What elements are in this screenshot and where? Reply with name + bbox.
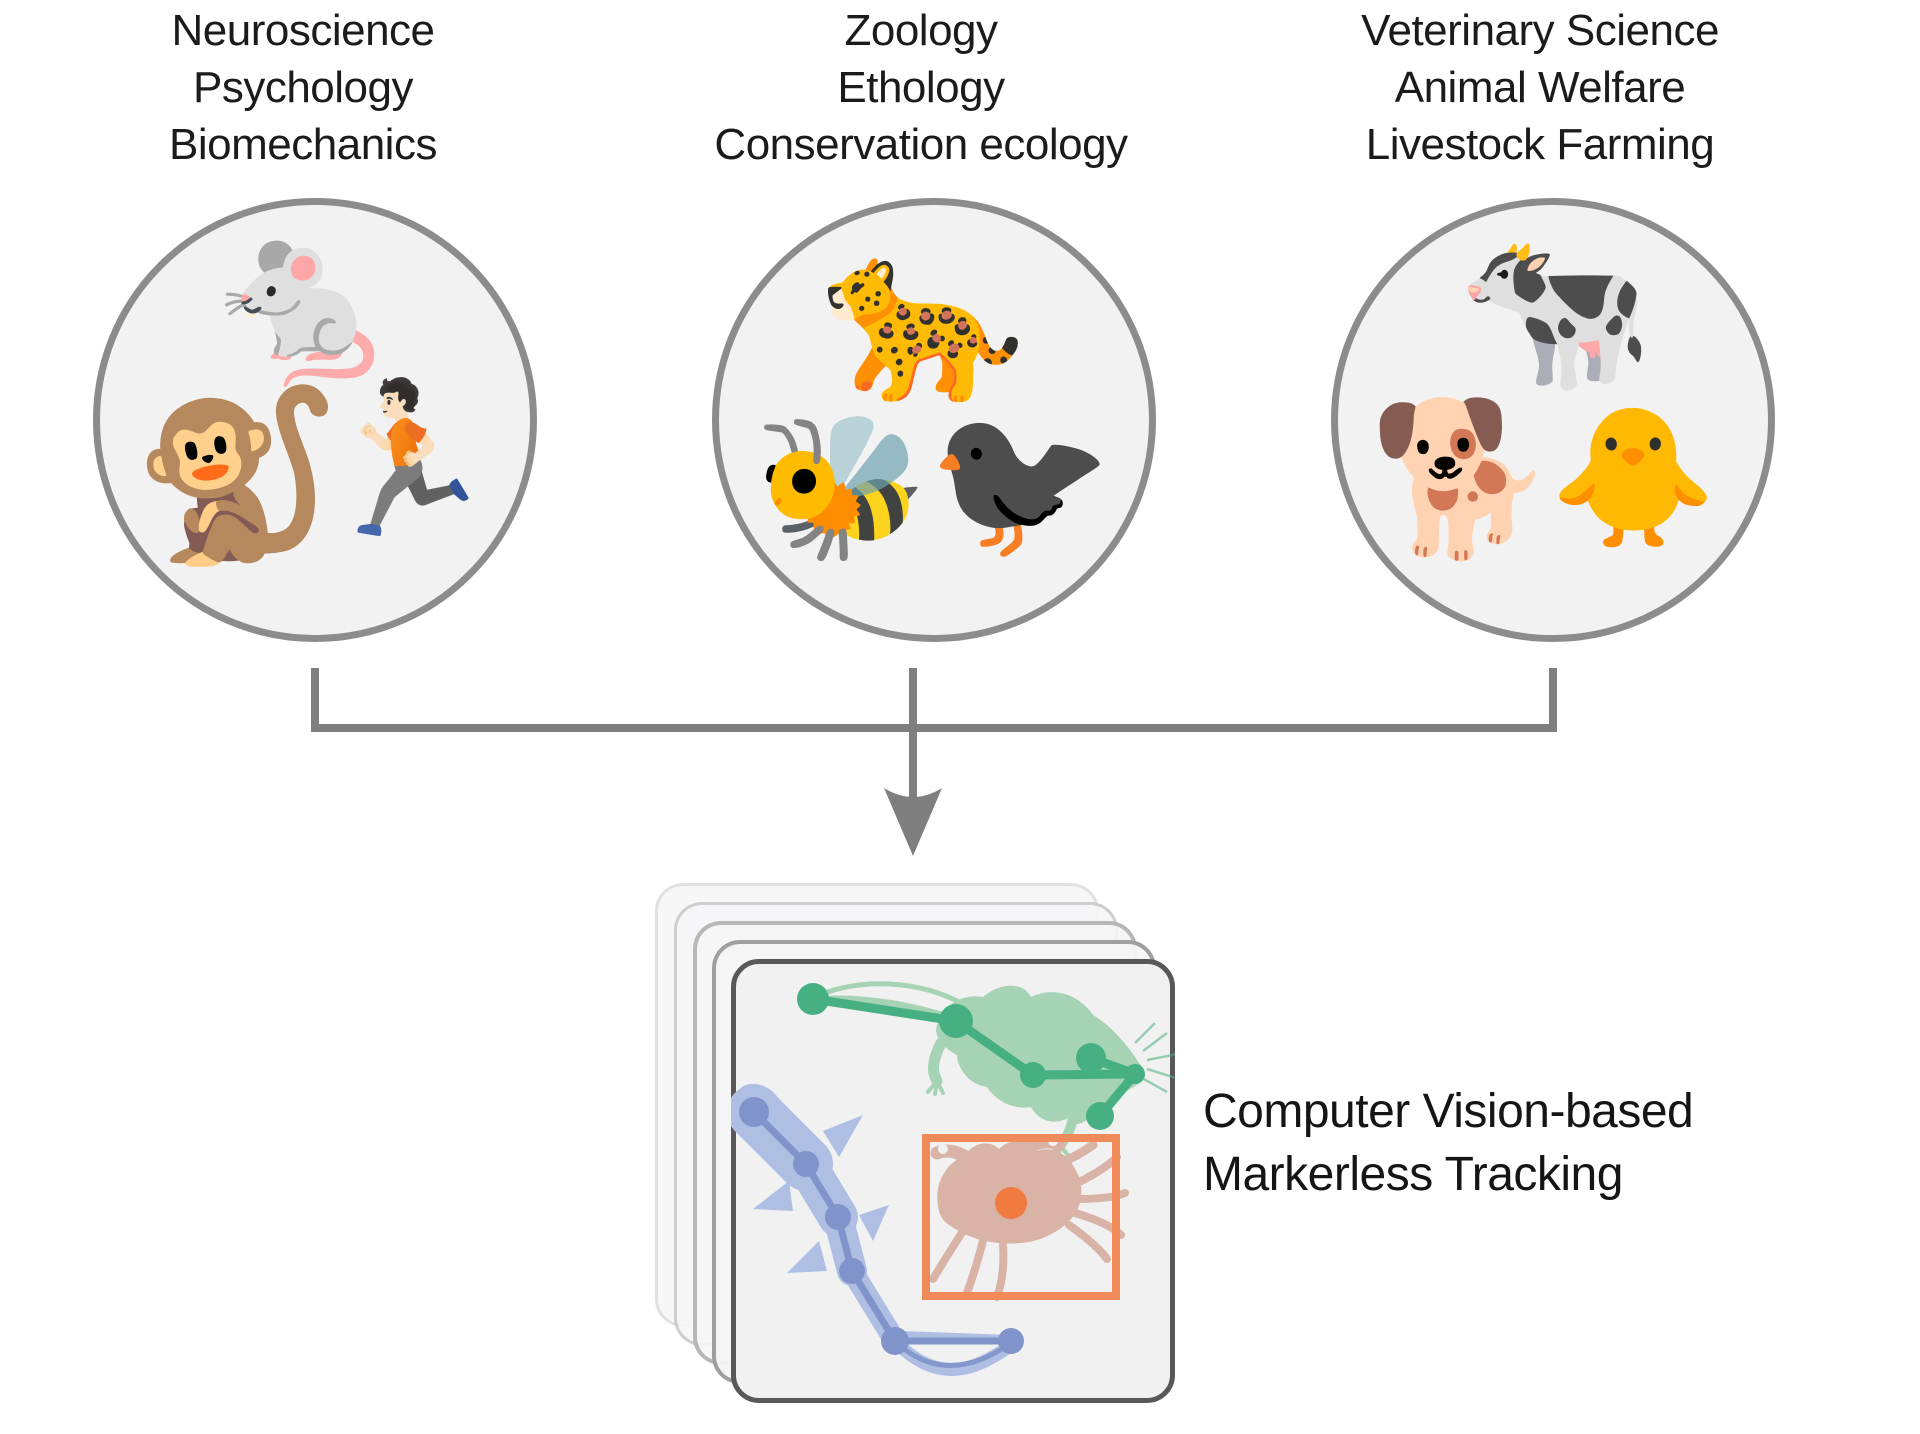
- crab-silhouette: [929, 1135, 1129, 1301]
- label-line: Zoology: [844, 6, 998, 55]
- label-line: Ethology: [837, 63, 1005, 112]
- shark-tail-outline: [893, 1339, 1013, 1368]
- baby-chick-emoji-icon: 🐥: [1548, 401, 1718, 553]
- dog-emoji-icon: 🐕: [1368, 394, 1556, 562]
- cow-emoji-icon: 🐄: [1456, 222, 1654, 398]
- down-arrow-icon: [884, 788, 942, 856]
- caption-line-2: Markerless Tracking: [1203, 1148, 1623, 1201]
- label-line: Veterinary Science: [1361, 6, 1719, 55]
- label-line: Animal Welfare: [1394, 63, 1686, 112]
- caption-line-1: Computer Vision-based: [1203, 1085, 1694, 1138]
- veterinary-circle: [1331, 198, 1775, 642]
- label-line: Biomechanics: [169, 120, 437, 169]
- crocodile-tail-hatching: [1134, 1022, 1175, 1094]
- mouse-emoji-icon: 🐁: [202, 210, 402, 389]
- label-line: Neuroscience: [171, 6, 435, 55]
- honeybee-emoji-icon: 🐝: [753, 408, 929, 565]
- label-line: Livestock Farming: [1365, 120, 1715, 169]
- figure-caption: Computer Vision-based Markerless Trackin…: [1203, 1080, 1694, 1206]
- shark-skeleton: [739, 1097, 1024, 1355]
- label-veterinary-group: Veterinary Science Animal Welfare Livest…: [1210, 2, 1870, 173]
- crocodile-skeleton: [797, 983, 1145, 1130]
- crab-center-keypoint: [995, 1187, 1027, 1219]
- monkey-emoji-icon: 🐒: [132, 381, 342, 569]
- label-neuroscience-group: Neuroscience Psychology Biomechanics: [0, 2, 633, 173]
- blackbird-emoji-icon: 🐦‍⬛: [926, 397, 1114, 565]
- label-line: Conservation ecology: [714, 120, 1128, 169]
- label-zoology-group: Zoology Ethology Conservation ecology: [591, 2, 1251, 173]
- leopard-emoji-icon: 🐆: [820, 223, 1026, 408]
- tracking-frame-art: [731, 981, 1175, 1376]
- zoology-circle: [712, 198, 1156, 642]
- person-running-emoji-icon: 🏃🏻: [312, 377, 498, 542]
- neuroscience-circle: [93, 198, 537, 642]
- crab-bounding-box: [922, 1134, 1120, 1300]
- label-line: Psychology: [192, 63, 414, 112]
